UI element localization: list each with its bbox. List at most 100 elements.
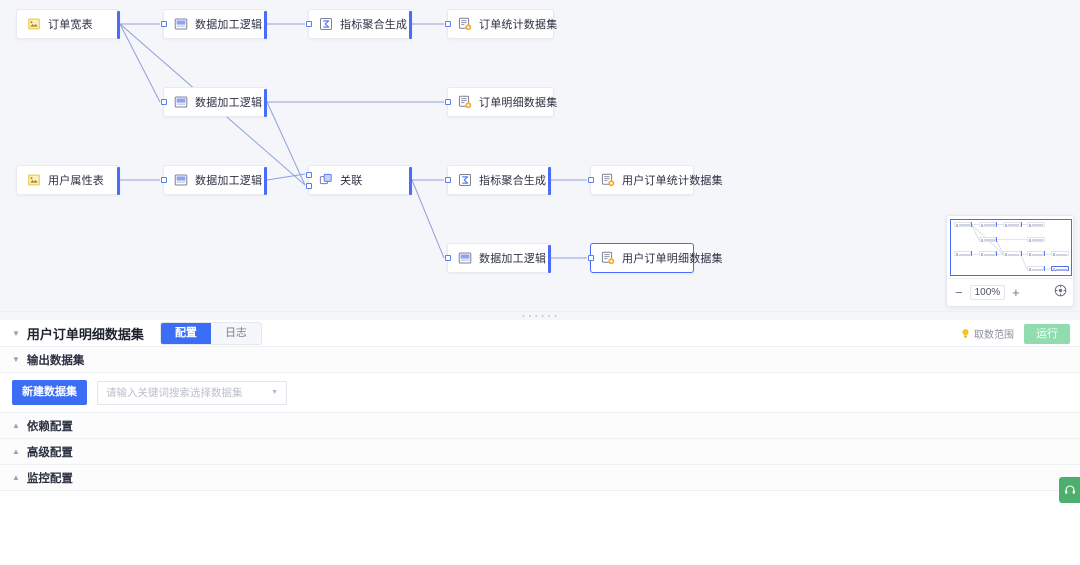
chevron-down-icon[interactable]: ▼ xyxy=(12,328,20,338)
section-output-dataset[interactable]: ▼ 输出数据集 xyxy=(0,347,1080,373)
node-output-port[interactable] xyxy=(264,167,267,195)
minimap-node-port xyxy=(1020,251,1022,257)
graph-node[interactable]: 用户订单统计数据集 xyxy=(588,165,723,195)
graph-node[interactable]: 关联 xyxy=(306,165,412,195)
minimap-node xyxy=(1026,221,1045,227)
node-input-port[interactable] xyxy=(588,177,594,183)
minimap-node xyxy=(1003,251,1021,257)
graph-node[interactable]: 订单宽表 xyxy=(16,9,120,39)
graph-node[interactable]: 数据加工逻辑 xyxy=(161,165,267,195)
minimap-node xyxy=(978,251,997,257)
dataset-icon xyxy=(601,173,615,187)
panel-header: ▼ 用户订单明细数据集 配置 日志 取数范围 运行 xyxy=(0,320,1080,347)
graph-edge[interactable] xyxy=(266,173,306,181)
node-label: 用户订单明细数据集 xyxy=(622,253,723,265)
minimap-node xyxy=(978,221,997,227)
tab-log[interactable]: 日志 xyxy=(224,327,247,339)
table-yellow-icon xyxy=(27,173,41,187)
graph-node[interactable]: 指标聚合生成 xyxy=(445,165,551,195)
graph-edge[interactable] xyxy=(119,23,161,103)
minimap-node xyxy=(1026,266,1045,272)
minimap-node-port xyxy=(971,251,973,257)
minimap-node xyxy=(1026,251,1045,257)
panel-header-actions: 取数范围 运行 xyxy=(960,320,1070,347)
node-label: 指标聚合生成 xyxy=(479,175,547,187)
aggregate-icon xyxy=(458,173,472,187)
data-range-label: 取数范围 xyxy=(974,330,1014,341)
output-dataset-row: 新建数据集 请输入关键词搜索选择数据集 ▼ xyxy=(0,373,1080,413)
node-label: 关联 xyxy=(340,175,363,187)
node-output-port[interactable] xyxy=(548,245,551,273)
graph-edge[interactable] xyxy=(411,179,445,259)
node-label: 订单宽表 xyxy=(48,19,93,31)
headset-icon xyxy=(1064,485,1075,494)
new-dataset-button[interactable]: 新建数据集 xyxy=(12,380,87,405)
node-output-port[interactable] xyxy=(117,167,120,195)
run-button[interactable]: 运行 xyxy=(1024,323,1070,344)
node-input-port[interactable] xyxy=(445,177,451,183)
node-output-port[interactable] xyxy=(548,167,551,195)
node-output-port[interactable] xyxy=(264,89,267,117)
edge-layer xyxy=(119,23,587,259)
node-label: 用户订单统计数据集 xyxy=(622,175,723,187)
graph-node[interactable]: 数据加工逻辑 xyxy=(161,87,267,117)
section-dependency-config[interactable]: ▲ 依赖配置 xyxy=(0,413,1080,439)
panel-tabs: 配置 日志 xyxy=(159,322,262,345)
minimap-node xyxy=(1003,221,1021,227)
node-output-port[interactable] xyxy=(409,11,412,39)
fit-view-icon[interactable] xyxy=(1054,284,1067,302)
graph-node[interactable]: 数据加工逻辑 xyxy=(161,9,267,39)
minimap-node xyxy=(1050,266,1069,272)
minimap-node xyxy=(978,236,997,242)
chevron-down-icon: ▼ xyxy=(271,389,278,396)
workflow-canvas[interactable]: 订单宽表数据加工逻辑指标聚合生成订单统计数据集数据加工逻辑订单明细数据集用户属性… xyxy=(0,0,1080,311)
zoom-level-label: 100% xyxy=(969,285,1006,300)
panel-splitter[interactable]: ▪ ▪ ▪ ▪ ▪ ▪ xyxy=(0,311,1080,320)
node-input-port[interactable] xyxy=(161,99,167,105)
minimap-node-port xyxy=(996,251,998,257)
node-input-port[interactable] xyxy=(445,99,451,105)
section-title: 输出数据集 xyxy=(26,354,85,367)
minimap-node-port xyxy=(1044,251,1046,257)
node-output-port[interactable] xyxy=(117,11,120,39)
section-monitor-config[interactable]: ▲ 监控配置 xyxy=(0,465,1080,491)
zoom-in-button[interactable]: + xyxy=(1012,285,1020,300)
minimap[interactable]: − 100% + xyxy=(946,215,1075,307)
node-input-port[interactable] xyxy=(306,183,312,189)
node-input-port[interactable] xyxy=(306,21,312,27)
section-advanced-config[interactable]: ▲ 高级配置 xyxy=(0,439,1080,465)
node-input-port[interactable] xyxy=(445,21,451,27)
node-label: 用户属性表 xyxy=(48,175,104,187)
transform-icon xyxy=(174,17,188,31)
minimap-node-port xyxy=(1020,221,1022,227)
minimap-viewport[interactable] xyxy=(950,219,1072,276)
minimap-node-port xyxy=(1044,266,1046,272)
node-output-port[interactable] xyxy=(409,167,412,195)
minimap-node-port xyxy=(971,221,973,227)
minimap-node-port xyxy=(996,236,998,242)
node-output-port[interactable] xyxy=(264,11,267,39)
section-title: 依赖配置 xyxy=(26,420,73,433)
graph-node[interactable]: 数据加工逻辑 xyxy=(445,243,551,273)
graph-node[interactable]: 用户属性表 xyxy=(16,165,120,195)
node-input-port[interactable] xyxy=(588,255,594,261)
support-button[interactable] xyxy=(1059,477,1080,503)
graph-node[interactable]: 订单明细数据集 xyxy=(445,87,557,117)
dataset-select[interactable]: 请输入关键词搜索选择数据集 ▼ xyxy=(97,380,287,405)
zoom-out-button[interactable]: − xyxy=(955,285,963,300)
node-label: 数据加工逻辑 xyxy=(195,19,263,31)
minimap-node xyxy=(953,251,972,257)
node-input-port[interactable] xyxy=(445,255,451,261)
node-input-port[interactable] xyxy=(306,172,312,178)
minimap-node-port xyxy=(996,221,998,227)
tab-config[interactable]: 配置 xyxy=(160,323,211,344)
section-title: 高级配置 xyxy=(26,446,73,459)
graph-node[interactable]: 订单统计数据集 xyxy=(445,9,557,39)
graph-edge[interactable] xyxy=(266,101,306,186)
graph-node[interactable]: 用户订单明细数据集 xyxy=(588,243,723,273)
node-input-port[interactable] xyxy=(161,177,167,183)
node-input-port[interactable] xyxy=(161,21,167,27)
graph-node[interactable]: 指标聚合生成 xyxy=(306,9,412,39)
data-range-button[interactable]: 取数范围 xyxy=(960,326,1014,341)
